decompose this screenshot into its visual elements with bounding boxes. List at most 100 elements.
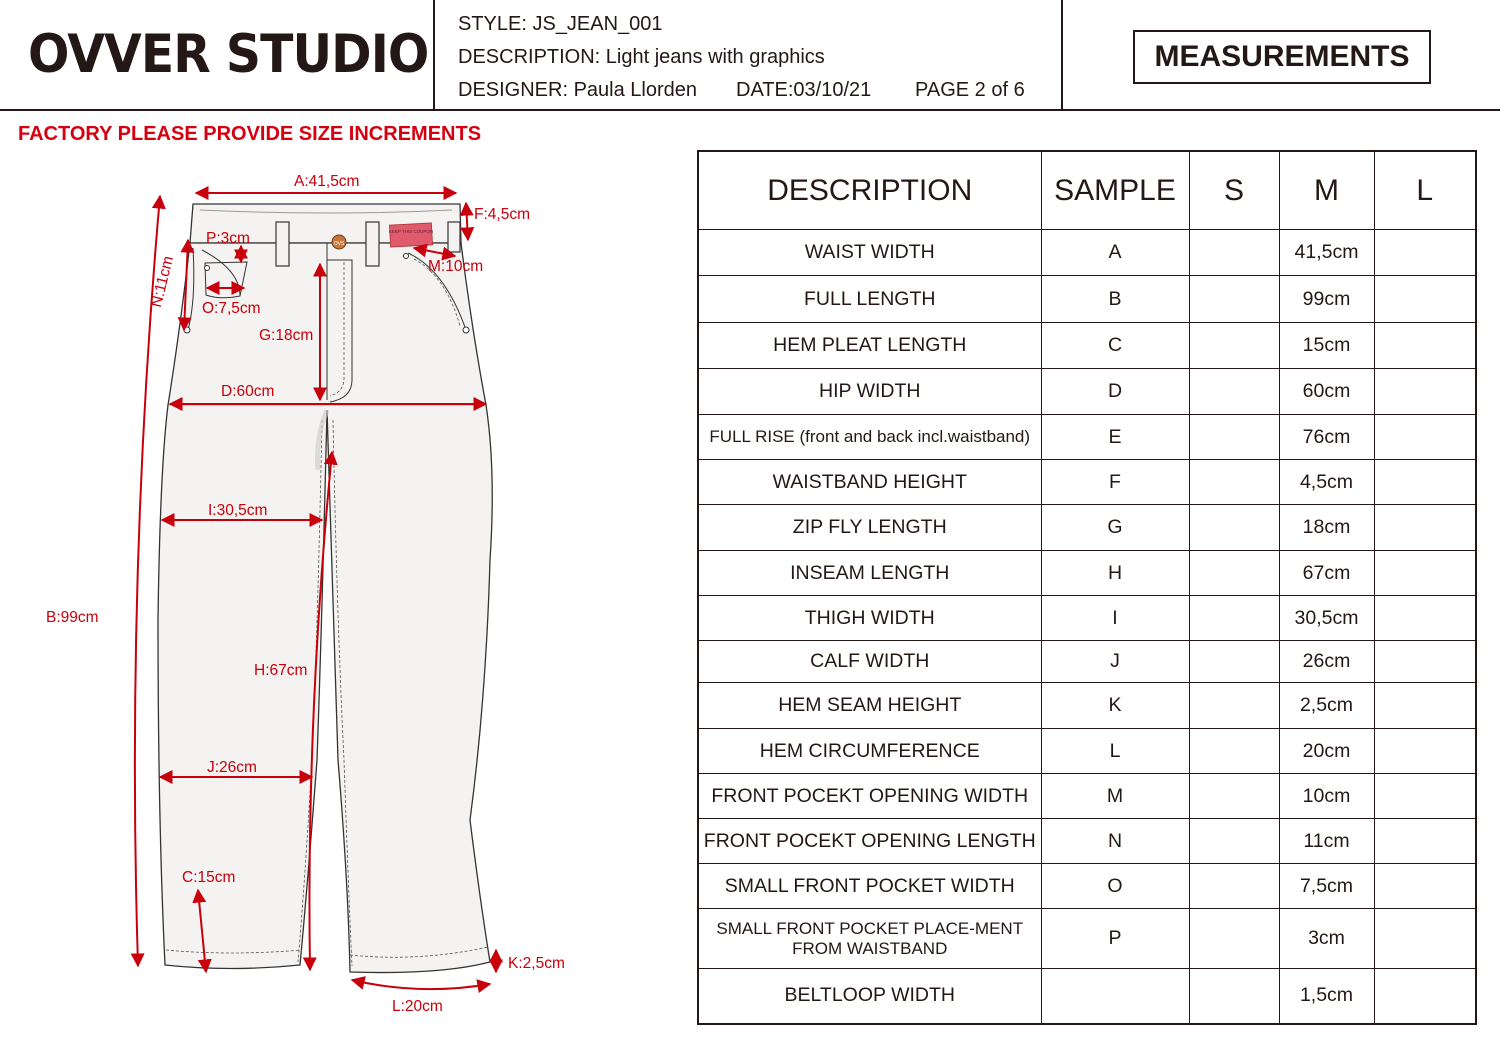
cell-s <box>1188 682 1280 729</box>
cell-desc: INSEAM LENGTH <box>697 550 1042 596</box>
cell-l <box>1373 728 1477 774</box>
style-code: STYLE: JS_JEAN_001 <box>458 13 663 35</box>
measure-f <box>459 201 475 242</box>
cell-sample <box>1040 968 1190 1024</box>
cell-m: 3cm <box>1278 908 1375 969</box>
cell-m: 76cm <box>1278 414 1375 460</box>
cell-desc: BELTLOOP WIDTH <box>697 968 1042 1024</box>
cell-l <box>1373 818 1477 864</box>
label-h: H:67cm <box>254 662 308 679</box>
col-size-l: L <box>1373 150 1477 230</box>
cell-sample: C <box>1040 322 1190 369</box>
cell-s <box>1188 595 1280 641</box>
measurements-badge: MEASUREMENTS <box>1133 30 1431 84</box>
cell-sample: J <box>1040 640 1190 683</box>
svg-text:KEEP THIS COUPON: KEEP THIS COUPON <box>389 229 433 234</box>
cell-sample: B <box>1040 275 1190 323</box>
cell-m: 20cm <box>1278 728 1375 774</box>
cell-desc: HEM PLEAT LENGTH <box>697 322 1042 369</box>
cell-desc: WAISTBAND HEIGHT <box>697 459 1042 505</box>
belt-loop <box>275 221 290 267</box>
cell-s <box>1188 459 1280 505</box>
cell-sample: D <box>1040 368 1190 415</box>
cell-l <box>1373 368 1477 415</box>
cell-m: 2,5cm <box>1278 682 1375 729</box>
cell-s <box>1188 640 1280 683</box>
svg-text:OVS: OVS <box>334 241 345 247</box>
cell-s <box>1188 550 1280 596</box>
cell-desc: FRONT POCEKT OPENING WIDTH <box>697 773 1042 819</box>
cell-m: 60cm <box>1278 368 1375 415</box>
label-m: M:10cm <box>428 258 484 275</box>
cell-sample: E <box>1040 414 1190 460</box>
label-k: K:2,5cm <box>508 955 565 972</box>
cell-desc: FULL LENGTH <box>697 275 1042 323</box>
label-l: L:20cm <box>392 998 443 1015</box>
coupon-patch: KEEP THIS COUPON <box>389 222 433 248</box>
cell-desc: HEM SEAM HEIGHT <box>697 682 1042 729</box>
cell-s <box>1188 863 1280 909</box>
cell-desc: FULL RISE (front and back incl.waistband… <box>697 414 1042 460</box>
cell-s <box>1188 275 1280 323</box>
cell-m: 11cm <box>1278 818 1375 864</box>
jeans-sketch: KEEP THIS COUPON OVS <box>130 186 503 994</box>
cell-sample: O <box>1040 863 1190 909</box>
table-row: SMALL FRONT POCKET PLACE-MENT FROM WAIST… <box>697 908 1477 969</box>
cell-l <box>1373 504 1477 551</box>
cell-m: 1,5cm <box>1278 968 1375 1024</box>
cell-m: 99cm <box>1278 275 1375 323</box>
table-row: FULL RISE (front and back incl.waistband… <box>697 414 1477 460</box>
cell-l <box>1373 908 1477 969</box>
page-number: PAGE 2 of 6 <box>915 79 1025 101</box>
cell-m: 15cm <box>1278 322 1375 369</box>
cell-m: 67cm <box>1278 550 1375 596</box>
label-i: I:30,5cm <box>208 502 268 519</box>
cell-l <box>1373 459 1477 505</box>
cell-sample: K <box>1040 682 1190 729</box>
cell-l <box>1373 595 1477 641</box>
cell-m: 41,5cm <box>1278 229 1375 276</box>
cell-m: 4,5cm <box>1278 459 1375 505</box>
waist-button: OVS <box>331 234 347 250</box>
cell-desc: HEM CIRCUMFERENCE <box>697 728 1042 774</box>
cell-s <box>1188 773 1280 819</box>
cell-m: 18cm <box>1278 504 1375 551</box>
cell-desc: THIGH WIDTH <box>697 595 1042 641</box>
label-j: J:26cm <box>207 759 257 776</box>
cell-sample: F <box>1040 459 1190 505</box>
measure-n <box>177 238 195 332</box>
cell-m: 26cm <box>1278 640 1375 683</box>
cell-m: 10cm <box>1278 773 1375 819</box>
cell-m: 30,5cm <box>1278 595 1375 641</box>
cell-sample: G <box>1040 504 1190 551</box>
cell-l <box>1373 682 1477 729</box>
label-d: D:60cm <box>221 383 275 400</box>
cell-desc: FRONT POCEKT OPENING LENGTH <box>697 818 1042 864</box>
cell-l <box>1373 640 1477 683</box>
cell-sample: M <box>1040 773 1190 819</box>
cell-s <box>1188 229 1280 276</box>
cell-sample: L <box>1040 728 1190 774</box>
cell-s <box>1188 414 1280 460</box>
measure-l <box>350 976 492 994</box>
cell-s <box>1188 322 1280 369</box>
jeans-body <box>157 242 493 974</box>
cell-s <box>1188 818 1280 864</box>
label-o: O:7,5cm <box>202 300 261 317</box>
col-description: DESCRIPTION <box>697 150 1042 230</box>
col-size-m: M <box>1278 150 1375 230</box>
label-f: F:4,5cm <box>474 206 530 223</box>
measure-h <box>302 450 338 972</box>
col-sample: SAMPLE <box>1040 150 1190 230</box>
cell-desc: SMALL FRONT POCKET PLACE-MENT FROM WAIST… <box>697 908 1042 969</box>
style-description: DESCRIPTION: Light jeans with graphics <box>458 46 825 68</box>
cell-l <box>1373 550 1477 596</box>
